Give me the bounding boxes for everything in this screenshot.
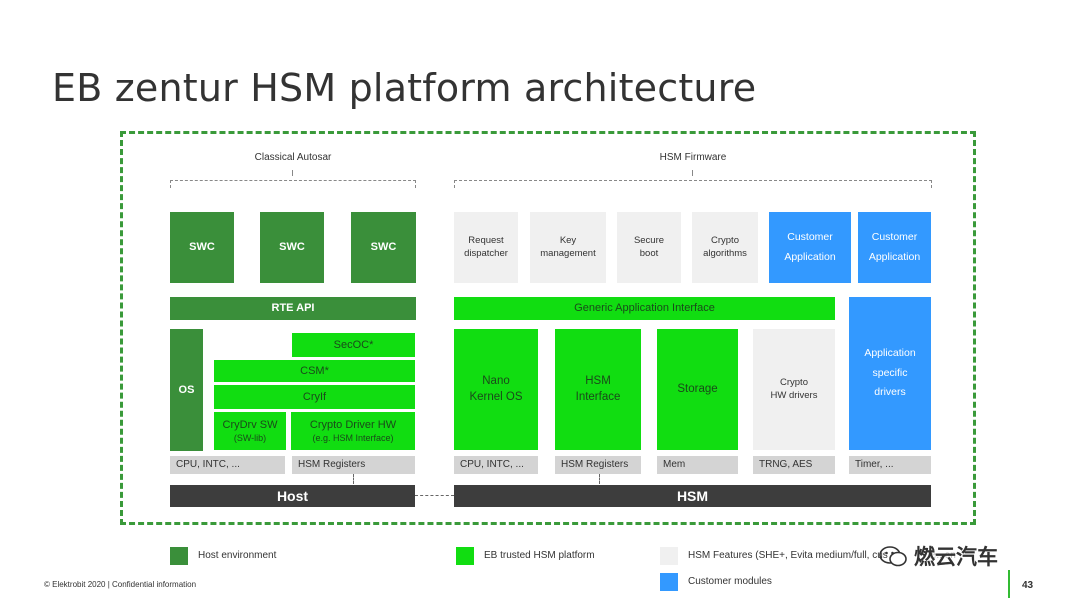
hsm-interface-line2: Interface xyxy=(575,390,621,403)
watermark: 燃云汽车 xyxy=(878,542,1038,570)
host-hsm-connector xyxy=(415,495,454,496)
host-register-cpu: CPU, INTC, ... xyxy=(170,456,285,474)
host-bar: Host xyxy=(170,485,415,507)
app-drivers-line1: Application xyxy=(864,346,916,359)
request-dispatcher-block: Request dispatcher xyxy=(454,212,518,283)
request-dispatcher-line2: dispatcher xyxy=(464,247,508,259)
hsm-interface-line1: HSM xyxy=(585,374,611,387)
nano-kernel-line1: Nano xyxy=(482,374,510,387)
crypto-algorithms-line1: Crypto xyxy=(711,234,739,246)
swc-block-3: SWC xyxy=(351,212,416,283)
hsm-firmware-bracket xyxy=(454,180,932,188)
nano-kernel-line2: Kernel OS xyxy=(469,390,523,403)
crypto-driver-hw-block: Crypto Driver HW (e.g. HSM Interface) xyxy=(291,412,415,450)
wechat-icon xyxy=(879,546,907,567)
classical-autosar-label: Classical Autosar xyxy=(254,152,332,163)
customer-application-2-line1: Customer xyxy=(871,230,918,243)
footer-copyright: © Elektrobit 2020 | Confidential informa… xyxy=(44,580,197,589)
secure-boot-block: Secure boot xyxy=(617,212,681,283)
host-register-connector xyxy=(353,474,354,484)
swc-block-2: SWC xyxy=(260,212,324,283)
swc-block-1: SWC xyxy=(170,212,234,283)
crypto-algorithms-line2: algorithms xyxy=(703,247,747,259)
secure-boot-line2: boot xyxy=(639,247,659,259)
customer-application-block-2: Customer Application xyxy=(858,212,931,283)
architecture-frame xyxy=(120,131,976,525)
app-drivers-line2: specific xyxy=(872,366,908,379)
secure-boot-line1: Secure xyxy=(633,234,665,246)
crydrv-sw-sublabel: (SW-lib) xyxy=(233,433,267,444)
page-number-divider xyxy=(1008,570,1010,598)
application-specific-drivers-block: Application specific drivers xyxy=(849,297,931,450)
request-dispatcher-line1: Request xyxy=(468,234,504,246)
legend-customer-swatch xyxy=(660,573,678,591)
hsm-register-trng: TRNG, AES xyxy=(753,456,835,474)
legend-host-swatch xyxy=(170,547,188,565)
page-title: EB zentur HSM platform architecture xyxy=(52,66,757,110)
crypto-algorithms-block: Crypto algorithms xyxy=(692,212,758,283)
crydrv-sw-block: CryDrv SW (SW-lib) xyxy=(214,412,286,450)
crypto-hw-drivers-block: Crypto HW drivers xyxy=(753,329,835,450)
hsm-interface-block: HSM Interface xyxy=(555,329,641,450)
customer-application-block-1: Customer Application xyxy=(769,212,851,283)
os-block: OS xyxy=(170,329,203,451)
hsm-register-mem: Mem xyxy=(657,456,738,474)
csm-block: CSM* xyxy=(214,360,415,382)
classical-autosar-bracket xyxy=(170,180,416,188)
customer-application-1-line2: Application xyxy=(784,250,836,263)
legend-eb-label: EB trusted HSM platform xyxy=(484,550,595,561)
legend-host-label: Host environment xyxy=(198,550,277,561)
nano-kernel-os-block: Nano Kernel OS xyxy=(454,329,538,450)
customer-application-2-line2: Application xyxy=(868,250,921,263)
crypto-driver-hw-sublabel: (e.g. HSM Interface) xyxy=(312,433,394,444)
cryif-block: CryIf xyxy=(214,385,415,409)
customer-application-1-line1: Customer xyxy=(787,230,833,243)
hsm-bar: HSM xyxy=(454,485,931,507)
hsm-firmware-bracket-tick xyxy=(692,170,693,176)
key-management-line1: Key xyxy=(559,234,577,246)
hsm-firmware-label: HSM Firmware xyxy=(659,152,727,163)
key-management-block: Key management xyxy=(530,212,606,283)
hsm-register-hsm: HSM Registers xyxy=(555,456,641,474)
crypto-hw-drivers-line2: HW drivers xyxy=(770,389,818,401)
crypto-driver-hw-label: Crypto Driver HW xyxy=(309,418,397,431)
app-drivers-line3: drivers xyxy=(874,386,906,399)
watermark-text: 燃云汽车 xyxy=(914,545,998,569)
key-management-line2: management xyxy=(540,247,596,259)
classical-autosar-bracket-tick xyxy=(292,170,293,176)
legend-eb-swatch xyxy=(456,547,474,565)
secoc-block: SecOC* xyxy=(292,333,415,357)
generic-application-interface-block: Generic Application Interface xyxy=(454,297,835,320)
page-number: 43 xyxy=(1022,580,1034,591)
hsm-register-connector xyxy=(599,474,600,484)
crypto-hw-drivers-line1: Crypto xyxy=(780,376,808,388)
host-register-hsm: HSM Registers xyxy=(292,456,415,474)
hsm-register-cpu: CPU, INTC, ... xyxy=(454,456,538,474)
crydrv-sw-label: CryDrv SW xyxy=(222,418,278,431)
legend-customer-label: Customer modules xyxy=(688,576,772,587)
hsm-register-timer: Timer, ... xyxy=(849,456,931,474)
storage-block: Storage xyxy=(657,329,738,450)
legend-feature-label-overlap: te...en xyxy=(928,550,956,561)
rte-api-block: RTE API xyxy=(170,297,416,320)
legend-feature-swatch xyxy=(660,547,678,565)
legend-feature-label: HSM Features (SHE+, Evita medium/full, c… xyxy=(688,550,888,561)
